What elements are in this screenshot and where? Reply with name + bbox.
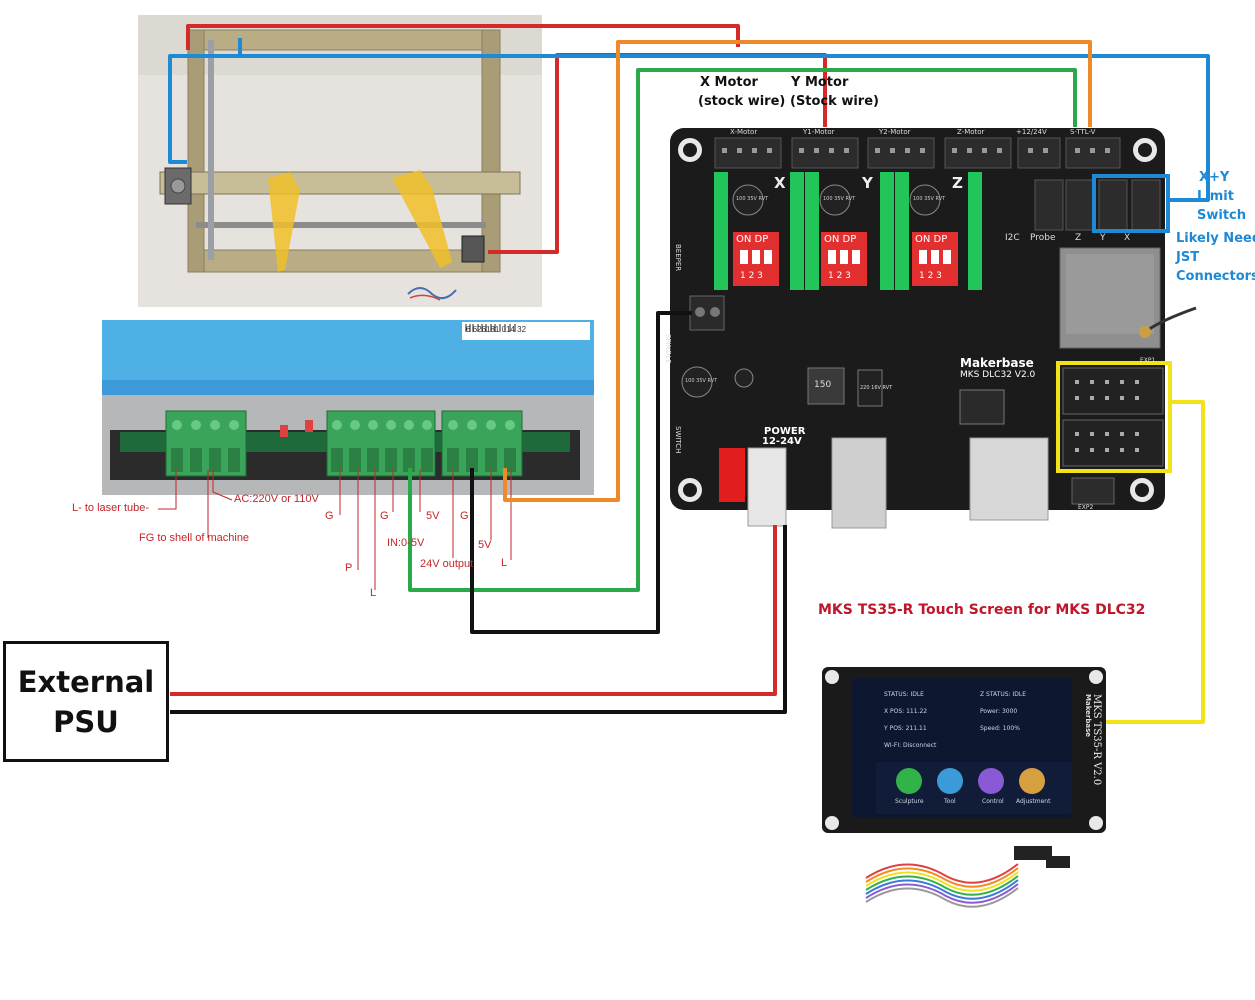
ts-button-control[interactable]: Control — [982, 798, 1004, 805]
psu-label-p: P — [345, 562, 353, 574]
silk-probe: Probe — [1030, 233, 1056, 243]
silk-cap-220: 220 16V RVT — [860, 385, 893, 391]
board-brand: Makerbase — [960, 356, 1034, 370]
green-wire-power — [408, 68, 1077, 592]
orange-wire-ttl — [503, 40, 1092, 502]
ts-status-row-2: X POS: 111.22 — [884, 708, 928, 715]
driver-label-y: Y — [862, 174, 873, 192]
external-psu-line1: External — [17, 664, 155, 699]
psu-label-g1: G — [325, 510, 334, 522]
limit-label-3: Switch — [1197, 208, 1247, 223]
silk-x: X — [1124, 233, 1131, 243]
header-z-motor: Z-Motor — [957, 128, 985, 136]
y-motor-label: Y Motor — [791, 75, 849, 90]
red-wire-x-motor — [186, 24, 740, 50]
dip-numbers-z: 1 2 3 — [919, 271, 942, 281]
header-y1-motor: Y1-Motor — [803, 128, 835, 136]
silk-voltage: 12-24V — [762, 436, 802, 447]
touch-screen-caption: MKS TS35-R Touch Screen for MKS DLC32 — [818, 602, 1146, 618]
silk-switch: SWITCH — [674, 426, 682, 454]
psu-label-l2: L — [501, 557, 508, 569]
laser-frame-photo — [138, 15, 542, 307]
cap-label-y: 100 35V RVT — [823, 196, 856, 202]
dip-numbers-x: 1 2 3 — [740, 271, 763, 281]
silk-150: 150 — [814, 380, 832, 390]
psu-label-ac: AC:220V or 110V — [234, 493, 319, 505]
ts-status-right-1: Z STATUS: IDLE — [980, 691, 1026, 698]
psu-label-g2: G — [380, 510, 389, 522]
external-psu-line2: PSU — [53, 704, 119, 739]
silk-y: Y — [1100, 233, 1106, 243]
silk-exp1: EXP1 — [1140, 357, 1156, 364]
limit-switch-highlight — [1092, 174, 1170, 233]
psu-label-l1: L — [370, 587, 377, 599]
x-motor-sub-label: (stock wire) — [698, 94, 786, 109]
cap-label-x: 100 35V RVT — [736, 196, 769, 202]
psu-label-5v-a: 5V — [426, 510, 440, 522]
ts-button-adjustment[interactable]: Adjustment — [1016, 798, 1051, 805]
silk-i2c: I2C — [1005, 233, 1020, 243]
jst-label-1: Likely Need — [1176, 231, 1255, 246]
psu-label-in: IN:0-5V — [387, 537, 425, 549]
yellow-wire-exp — [1106, 400, 1205, 724]
mks-dlc32-board — [670, 128, 1197, 529]
limit-label-2: Limit — [1197, 189, 1234, 204]
x-motor-label: X Motor — [700, 75, 758, 90]
driver-label-z: Z — [952, 174, 963, 192]
ts-button-tool[interactable]: Tool — [944, 798, 956, 805]
dip-label-y: ON DP — [824, 234, 857, 245]
psu-label-g3: G — [460, 510, 469, 522]
silk-spindle: SPINDLE — [664, 334, 672, 364]
psu-label-5v-b: 5V — [478, 539, 492, 551]
ts-status-row-4: WI-FI: Disconnect — [884, 742, 937, 749]
header-power: +12/24V — [1016, 128, 1047, 136]
y-motor-sub-label: (Stock wire) — [790, 94, 879, 109]
board-model: MKS DLC32 V2.0 — [960, 370, 1036, 380]
limit-label-1: X+Y — [1199, 170, 1230, 185]
touch-screen-device — [822, 667, 1106, 833]
dip-numbers-y: 1 2 3 — [828, 271, 851, 281]
header-sttl: S-TTL-V — [1070, 128, 1096, 136]
ribbon-cable — [865, 846, 1070, 908]
psu-label-fg: FG to shell of machine — [139, 532, 250, 544]
exp-connector-highlight — [1056, 361, 1172, 473]
external-psu-box: External PSU — [3, 641, 169, 762]
psu-label-24v: 24V output — [420, 558, 474, 570]
driver-label-x: X — [774, 174, 786, 192]
red-wire-external-psu — [170, 525, 777, 696]
psu-label-laser-tube: L- to laser tube- — [72, 502, 150, 514]
black-wire-external-psu — [170, 525, 787, 714]
silk-z: Z — [1075, 233, 1082, 243]
ts-status-row-3: Y POS: 211.11 — [884, 725, 927, 732]
header-x-motor: X-Motor — [730, 128, 758, 136]
jst-label-3: Connectors — [1176, 269, 1255, 284]
blue-wire-limit — [168, 54, 1210, 202]
silk-exp2: EXP2 — [1078, 504, 1094, 511]
ts-status-row-1: STATUS: IDLE — [884, 691, 924, 698]
header-y2-motor: Y2-Motor — [879, 128, 911, 136]
dip-label-z: ON DP — [915, 234, 948, 245]
cap-label-z: 100 35V RVT — [913, 196, 946, 202]
ts-status-right-3: Speed: 100% — [980, 725, 1020, 732]
dip-label-x: ON DP — [736, 234, 769, 245]
psu-barcode-text: 6 626181 014 32 — [466, 325, 527, 334]
ts-model: MKS TS35-R V2.0 — [1091, 694, 1102, 786]
cap-label-main: 100 35V RVT — [685, 378, 718, 384]
black-wire-spindle — [470, 311, 692, 634]
laser-psu-photo — [102, 320, 594, 590]
jst-label-2: JST — [1176, 250, 1200, 265]
silk-beeper: BEEPER — [674, 244, 682, 272]
silk-power: POWER — [764, 426, 806, 437]
ts-status-right-2: Power: 3000 — [980, 708, 1018, 715]
ts-button-sculpture[interactable]: Sculpture — [895, 798, 924, 805]
